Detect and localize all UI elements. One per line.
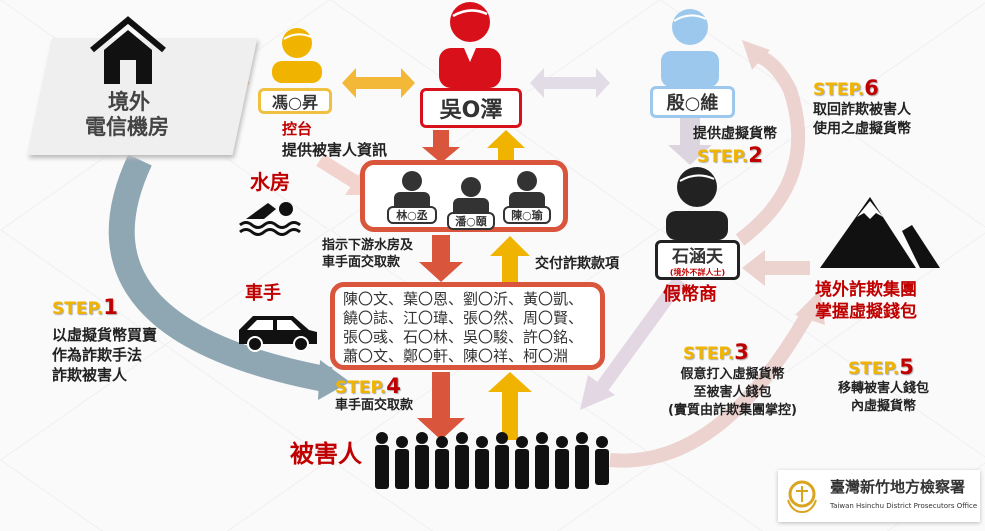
step6-arc bbox=[735, 48, 806, 246]
step5-desc: 移轉被害人錢包內虛擬貨幣 bbox=[838, 381, 930, 414]
logo-en: Taiwan Hsinchu District Prosecutors Offi… bbox=[830, 502, 978, 510]
dealer-name: 石涵天 bbox=[672, 247, 723, 267]
controller-role: 控台 bbox=[282, 120, 313, 138]
group-line2: 掌握虛擬錢包 bbox=[815, 302, 917, 322]
red-down-arrow-3 bbox=[417, 372, 465, 440]
couriers-box: 陳〇文、葉〇恩、劉〇沂、黃〇凱、 饒〇誌、江〇瑋、張〇然、周〇賢、 張〇彧、石〇… bbox=[330, 282, 605, 370]
group-arrowhead bbox=[742, 250, 765, 286]
swimmer-icon bbox=[239, 202, 301, 236]
courier-row: 蕭〇文、鄭〇軒、陳〇祥、柯〇淵 bbox=[343, 347, 569, 365]
group-line1: 境外詐欺集團 bbox=[815, 280, 917, 300]
call-center-line2: 電信機房 bbox=[85, 115, 169, 139]
yellow-up-arrow-3 bbox=[488, 372, 532, 440]
person-icon-dealer bbox=[666, 167, 728, 240]
emblem-icon bbox=[787, 480, 817, 514]
money-laundering-box: 林○丞 潘○頤 陳○瑜 bbox=[360, 160, 568, 232]
double-arrow-2 bbox=[342, 68, 415, 98]
member-name: 林○丞 bbox=[387, 206, 437, 224]
controller-name: 馮○昇 bbox=[258, 88, 332, 114]
person-icon bbox=[461, 177, 481, 197]
step4-desc: 車手面交取款 bbox=[335, 398, 414, 413]
yellow-up-arrow-2 bbox=[490, 236, 530, 282]
car-icon bbox=[239, 316, 317, 352]
call-center-line1: 境外 bbox=[108, 90, 150, 114]
instruction-line2: 車手面交取款 bbox=[322, 255, 401, 270]
instruction-line1: 指示下游水房及 bbox=[322, 238, 414, 253]
couriers-title: 車手 bbox=[245, 283, 281, 304]
deliver-label: 交付詐欺款項 bbox=[535, 256, 619, 272]
member-1: 林○丞 bbox=[387, 171, 437, 224]
courier-row: 陳〇文、葉〇恩、劉〇沂、黃〇凱、 bbox=[343, 290, 584, 308]
step3-title: STEP.3 bbox=[683, 340, 749, 364]
supplier-down-arrow bbox=[668, 118, 712, 165]
controller-desc: 提供被害人資訊 bbox=[282, 141, 388, 159]
red-down-arrow-1 bbox=[422, 130, 460, 163]
step2-title: STEP.2 bbox=[697, 143, 763, 167]
dealer-label: 石涵天 (境外不詳人士) bbox=[655, 240, 740, 280]
dealer-note: (境外不詳人士) bbox=[669, 268, 726, 277]
mountain-icon bbox=[820, 197, 940, 268]
step3-desc: 假意打入虛擬貨幣至被害人錢包(實質由詐欺集團掌控) bbox=[668, 367, 797, 418]
leader-name: 吳O澤 bbox=[420, 88, 522, 128]
person-icon bbox=[402, 171, 422, 191]
courier-names: 陳〇文、葉〇恩、劉〇沂、黃〇凱、 饒〇誌、江〇瑋、張〇然、周〇賢、 張〇彧、石〇… bbox=[335, 287, 600, 369]
step1-arc bbox=[108, 154, 333, 393]
step6-title: STEP.6 bbox=[813, 76, 879, 100]
step3-arrow bbox=[594, 275, 686, 395]
money-laundering-title: 水房 bbox=[250, 170, 290, 194]
step6-arrowhead bbox=[742, 40, 770, 70]
step6-desc: 取回詐欺被害人使用之虛擬貨幣 bbox=[813, 102, 911, 137]
crowd-icon bbox=[375, 432, 609, 489]
victims-title: 被害人 bbox=[290, 440, 362, 468]
dealer-role: 假幣商 bbox=[663, 284, 717, 305]
member-name: 陳○瑜 bbox=[503, 206, 551, 224]
step3-arrowhead bbox=[580, 375, 615, 410]
person-icon-leader bbox=[439, 2, 501, 88]
supplier-name: 殷○維 bbox=[650, 86, 735, 118]
double-arrow-3 bbox=[530, 68, 610, 98]
red-down-arrow-2 bbox=[419, 235, 463, 282]
step5-title: STEP.5 bbox=[848, 355, 914, 379]
step5-arc bbox=[609, 306, 817, 468]
logo-zh: 臺灣新竹地方檢察署 bbox=[830, 478, 966, 496]
person-icon-supplier bbox=[661, 9, 719, 87]
step4-title: STEP.4 bbox=[335, 374, 401, 398]
member-3: 陳○瑜 bbox=[503, 171, 551, 224]
courier-row: 饒〇誌、江〇瑋、張〇然、周〇賢、 bbox=[343, 309, 584, 327]
step1-title: STEP.1 bbox=[52, 295, 118, 319]
prosecutors-office-logo: 臺灣新竹地方檢察署 Taiwan Hsinchu District Prosec… bbox=[778, 470, 980, 522]
step5-arrowhead bbox=[795, 290, 825, 325]
house-icon bbox=[90, 16, 166, 84]
member-2: 潘○頤 bbox=[447, 177, 495, 230]
person-icon bbox=[517, 171, 537, 191]
courier-row: 張〇彧、石〇林、吳〇駿、許〇銘、 bbox=[343, 328, 584, 346]
person-icon-controller bbox=[272, 28, 322, 83]
step1-desc: 以虛擬貨幣買賣作為詐欺手法詐欺被害人 bbox=[52, 326, 158, 384]
member-name: 潘○頤 bbox=[447, 212, 495, 230]
supplier-desc: 提供虛擬貨幣 bbox=[693, 126, 777, 142]
controller-to-water-arrow bbox=[316, 154, 364, 191]
step1-arrowhead bbox=[318, 360, 350, 400]
yellow-up-arrow-1 bbox=[487, 130, 525, 160]
